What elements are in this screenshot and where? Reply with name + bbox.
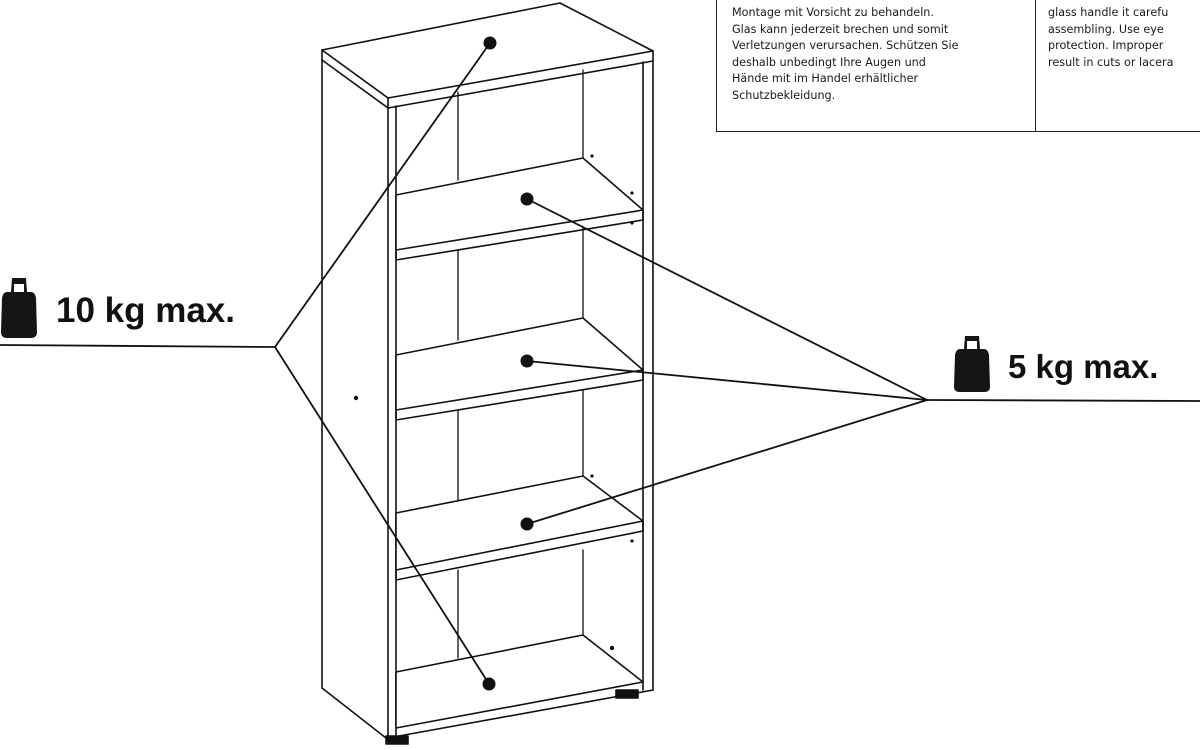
warning-line: Verletzungen verursachen. Schützen Sie — [732, 39, 959, 53]
leader-lines-10kg — [0, 42, 491, 685]
load-point-bottom — [482, 677, 496, 691]
warning-line: Glas kann jederzeit brechen und somit — [732, 22, 949, 36]
warning-line: deshalb unbedingt Ihre Augen und — [732, 55, 926, 69]
shelf-2 — [395, 317, 644, 421]
bottom-board — [385, 634, 654, 745]
load-point-shelf-3 — [520, 517, 534, 531]
warning-text-english: glass handle it carefu assembling. Use e… — [1048, 0, 1200, 131]
shelf-1 — [395, 157, 644, 261]
max-load-5kg-label: 5 kg max. — [1008, 348, 1159, 385]
safety-warning-box: Montage mit Vorsicht zu behandeln. Glas … — [716, 0, 1200, 132]
weight-icon — [954, 336, 990, 392]
warning-line: result in cuts or lacera — [1048, 55, 1174, 69]
top-board — [321, 2, 654, 109]
warning-text-german: Montage mit Vorsicht zu behandeln. Glas … — [732, 0, 1032, 131]
leader-lines-5kg — [526, 198, 1200, 525]
right-side-panel — [642, 60, 654, 691]
left-side-panel — [321, 59, 397, 739]
load-point-top — [483, 36, 497, 50]
back-panel — [457, 69, 584, 659]
max-load-10kg-label: 10 kg max. — [56, 291, 235, 330]
load-points — [482, 36, 534, 691]
weight-icon — [1, 278, 37, 338]
warning-line: protection. Improper — [1048, 39, 1164, 53]
warning-divider — [1035, 0, 1036, 131]
warning-line: assembling. Use eye — [1048, 22, 1164, 36]
warning-line: glass handle it carefu — [1048, 6, 1169, 19]
load-point-shelf-2 — [520, 354, 534, 368]
peg-holes — [353, 154, 634, 651]
shelf-3 — [395, 475, 644, 581]
warning-line: Montage mit Vorsicht zu behandeln. — [732, 6, 934, 19]
load-point-shelf-1 — [520, 192, 534, 206]
warning-line: Hände mit im Handel erhältlicher — [732, 72, 919, 86]
warning-line: Schutzbekleidung. — [732, 88, 836, 102]
